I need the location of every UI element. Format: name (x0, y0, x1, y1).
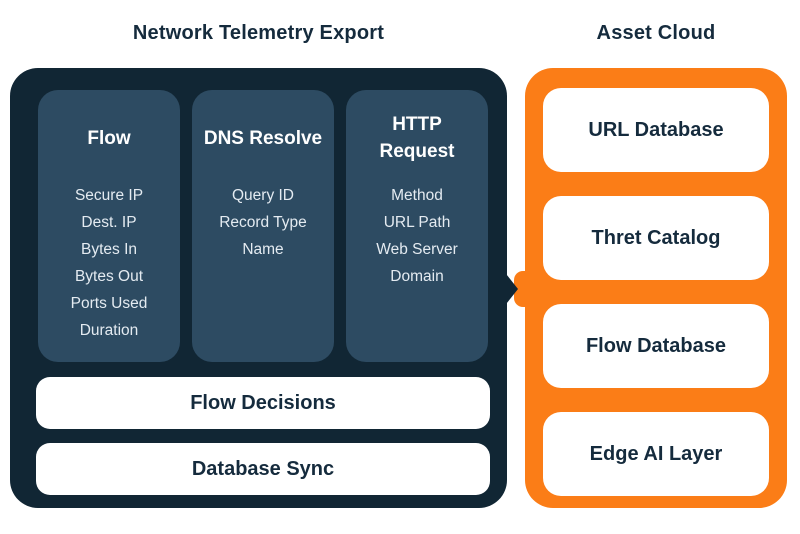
edge-ai-layer-box: Edge AI Layer (543, 412, 769, 496)
list-item: Bytes In (81, 241, 137, 258)
right-panel-title: Asset Cloud (596, 22, 716, 44)
list-item: Bytes Out (74, 268, 144, 285)
list-item: Name (242, 241, 284, 258)
list-item: Query ID (231, 187, 294, 204)
list-item: Secure IP (74, 187, 144, 204)
list-item: Duration (79, 322, 139, 339)
list-item: Method (391, 187, 443, 204)
column-dns-resolve: DNS Resolve Query ID Record Type Name (192, 90, 334, 362)
list-item: Web Server Domain (376, 241, 458, 285)
url-database-box: URL Database (543, 88, 769, 172)
column-dns-resolve-title: DNS Resolve (203, 127, 323, 149)
list-item: Record Type (219, 214, 307, 231)
network-telemetry-panel: Flow Secure IP Dest. IP Bytes In Bytes O… (10, 68, 507, 508)
threat-catalog-box: Thret Catalog (543, 196, 769, 280)
column-flow-items: Secure IP Dest. IP Bytes In Bytes Out Po… (45, 182, 173, 344)
flow-database-box: Flow Database (543, 304, 769, 388)
column-http-request-items: Method URL Path Web Server Domain (353, 182, 481, 290)
column-flow: Flow Secure IP Dest. IP Bytes In Bytes O… (38, 90, 180, 362)
telemetry-columns: Flow Secure IP Dest. IP Bytes In Bytes O… (38, 90, 488, 362)
column-http-request: HTTP Request Method URL Path Web Server … (346, 90, 488, 362)
connector-socket-icon (514, 271, 528, 307)
asset-cloud-panel: URL Database Thret Catalog Flow Database… (525, 68, 787, 508)
list-item: Ports Used (70, 295, 148, 312)
list-item: URL Path (383, 214, 451, 231)
column-http-request-title: HTTP Request (379, 114, 455, 162)
column-flow-title: Flow (87, 127, 131, 149)
column-dns-resolve-items: Query ID Record Type Name (199, 182, 327, 263)
list-item: Dest. IP (81, 214, 137, 231)
database-sync-bar: Database Sync (36, 443, 490, 495)
left-panel-title: Network Telemetry Export (132, 22, 385, 44)
flow-decisions-bar: Flow Decisions (36, 377, 490, 429)
